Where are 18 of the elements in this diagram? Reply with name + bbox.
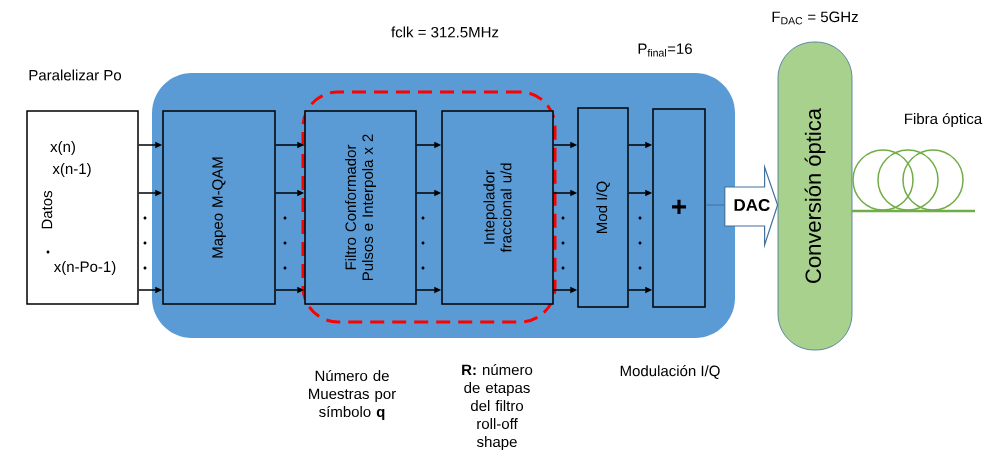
note-text: Número de Muestras por símbolo q [309,369,396,421]
adder-block: + [652,108,706,308]
caption-text: Fibra óptica [905,112,983,128]
data-box: Datos x(n) x(n-1) x(n-Po-1) [26,110,139,305]
caption-text: Paralelizar Po [29,69,122,81]
edge-label: DAC [732,198,771,212]
mapping-block: Mapeo M-QAM [162,110,276,305]
frequency-label: fclk = 312.5MHz [391,26,499,38]
interpolator-block: Intepolador fraccional u/d [441,110,554,305]
frequency-label: F$_{DAC}$ = 5GHz [772,11,858,25]
fiber-coil-drawing [852,149,975,213]
optical-converter-block: Conversión óptica [777,41,853,351]
note-text: R: número de etapas del filtro roll-off shape [462,363,533,451]
note-text: Modulación I/Q [620,365,720,379]
dashed-group-outline [301,90,557,324]
parameter-label: P$_{final}$=16 [638,43,692,57]
filter-block: Filtro Conformador Pulsos e Interpola x 2 [304,110,417,305]
modulator-block: Mod I/Q [577,107,629,308]
